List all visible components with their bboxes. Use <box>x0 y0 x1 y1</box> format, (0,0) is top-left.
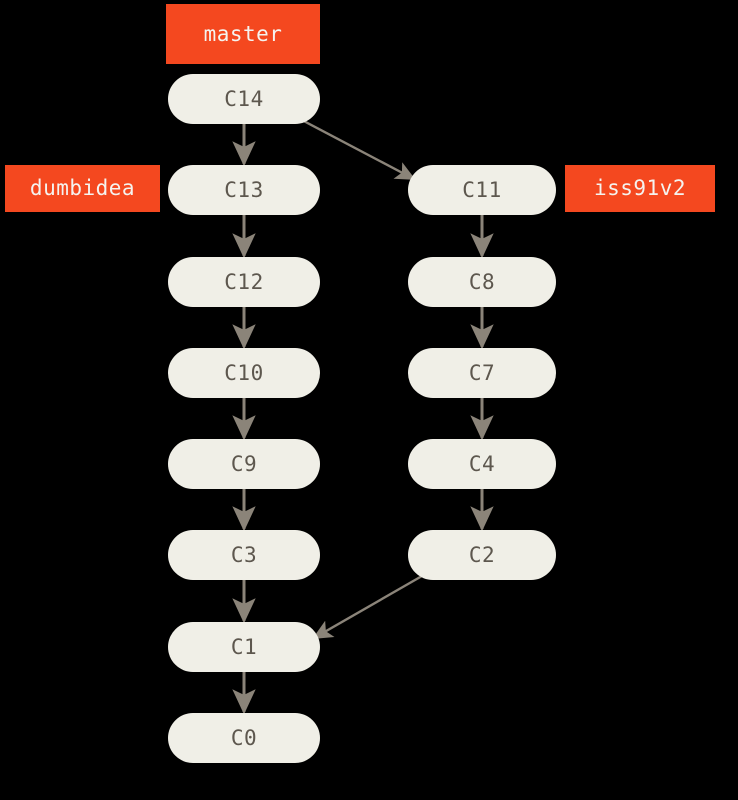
edge-c2-to-c1 <box>312 574 423 640</box>
commit-node-c13[interactable]: C13 <box>168 165 320 215</box>
commit-node-label: C2 <box>468 542 496 567</box>
commit-node-c1[interactable]: C1 <box>168 622 320 672</box>
commit-node-label: C12 <box>224 269 264 294</box>
branch-label-iss91v2[interactable]: iss91v2 <box>565 165 715 212</box>
branch-label-text: master <box>203 21 283 46</box>
commit-node-label: C8 <box>468 269 496 294</box>
commit-node-c7[interactable]: C7 <box>408 348 556 398</box>
commit-node-c14[interactable]: C14 <box>168 74 320 124</box>
commit-node-c9[interactable]: C9 <box>168 439 320 489</box>
commit-node-label: C9 <box>230 451 258 476</box>
commit-node-label: C0 <box>230 725 258 750</box>
commit-node-c2[interactable]: C2 <box>408 530 556 580</box>
commit-node-c4[interactable]: C4 <box>408 439 556 489</box>
commit-node-label: C7 <box>468 360 496 385</box>
commit-node-label: C13 <box>224 177 264 202</box>
commit-node-c8[interactable]: C8 <box>408 257 556 307</box>
branch-label-master[interactable]: master <box>166 4 320 64</box>
commit-node-label: C3 <box>230 542 258 567</box>
commit-node-c3[interactable]: C3 <box>168 530 320 580</box>
edge-c14-to-c11 <box>297 116 416 181</box>
commit-node-c11[interactable]: C11 <box>408 165 556 215</box>
commit-node-label: C11 <box>462 177 502 202</box>
commit-node-label: C4 <box>468 451 496 476</box>
branch-label-text: dumbidea <box>29 176 136 200</box>
branch-label-text: iss91v2 <box>593 176 686 200</box>
commit-node-label: C14 <box>224 86 264 111</box>
commit-node-label: C10 <box>224 360 264 385</box>
commit-node-label: C1 <box>230 634 258 659</box>
branch-label-dumbidea[interactable]: dumbidea <box>5 165 160 212</box>
commit-node-c12[interactable]: C12 <box>168 257 320 307</box>
commit-node-c10[interactable]: C10 <box>168 348 320 398</box>
commit-node-c0[interactable]: C0 <box>168 713 320 763</box>
